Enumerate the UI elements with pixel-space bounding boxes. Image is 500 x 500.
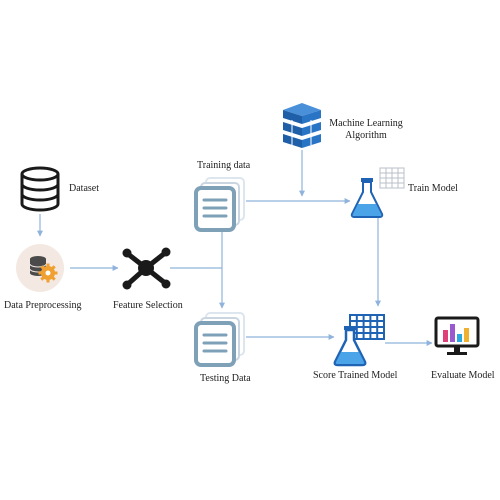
grid-icon <box>379 167 405 189</box>
train-model-label: Train Model <box>408 183 458 194</box>
database-icon <box>20 166 60 212</box>
data-preprocessing-label: Data Preprocessing <box>4 300 82 311</box>
testing-data-label: Testing Data <box>200 373 251 384</box>
gear-icon <box>38 263 58 283</box>
evaluate-model-label: Evaluate Model <box>431 370 495 381</box>
feature-selection-label: Feature Selection <box>113 300 183 311</box>
dataset-label: Dataset <box>69 183 99 194</box>
score-model-icon <box>333 314 385 367</box>
monitor-chart-icon <box>434 316 480 355</box>
flask-icon <box>350 178 384 218</box>
network-hub-icon <box>122 247 171 290</box>
score-trained-model-label: Score Trained Model <box>313 370 398 381</box>
flask-icon <box>333 326 367 367</box>
data-preprocessing-icon <box>16 244 64 292</box>
ml-algorithm-label: Machine Learning Algorithm <box>324 118 408 142</box>
ml-algorithm-label-line1: Machine Learning <box>329 118 403 129</box>
testing-documents-icon <box>194 312 245 367</box>
connectors <box>37 150 433 346</box>
ml-algorithm-label-line2: Algorithm <box>345 130 387 141</box>
train-model-icon <box>350 167 405 218</box>
algorithm-stack-icon <box>283 103 321 148</box>
training-documents-icon <box>194 177 245 232</box>
training-data-label: Training data <box>197 160 251 171</box>
